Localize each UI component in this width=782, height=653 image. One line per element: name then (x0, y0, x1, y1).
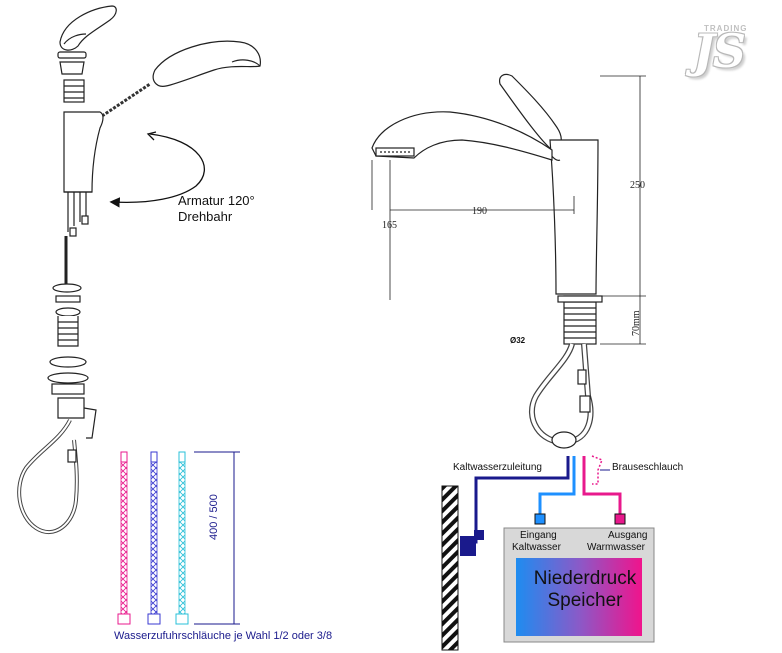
supply-hose-blue (147, 451, 161, 625)
logo-tagline: TRADING (704, 24, 748, 33)
shower-hose-label: Brauseschlauch (612, 462, 684, 473)
inlet-label-line1: Eingang (520, 530, 557, 541)
outlet-label-line1: Ausgang (608, 530, 648, 541)
supply-hose-cyan (175, 451, 189, 625)
tank-title-line1: Niederdruck (533, 568, 637, 589)
plumbing-diagram (441, 455, 626, 651)
dim-diameter-label: Ø32 (510, 336, 526, 345)
dim-height-label: 250 (630, 180, 645, 191)
exploded-faucet-drawing (17, 5, 261, 535)
dim-spout-label: 165 (382, 220, 397, 231)
supply-hoses-group (117, 451, 189, 625)
hose-caption: Wasserzufuhrschläuche je Wahl 1/2 oder 3… (114, 630, 333, 642)
tank-title: Niederdruck Speicher (518, 568, 652, 612)
tank-title-line2: Speicher (547, 590, 623, 611)
hose-length-label: 400 / 500 (208, 494, 220, 540)
rotation-label-line2: Drehbahr (178, 209, 233, 224)
dimension-lines (371, 75, 646, 345)
outlet-label-line2: Warmwasser (587, 542, 645, 553)
hose-length-dimension (194, 451, 240, 625)
inlet-label-line2: Kaltwasser (512, 542, 561, 553)
faucet-side-view (371, 73, 603, 449)
rotation-arrow (109, 131, 206, 208)
cold-supply-label: Kaltwasserzuleitung (453, 462, 542, 473)
dim-reach-label: 190 (472, 206, 487, 217)
rotation-label-line1: Armatur 120° (178, 193, 255, 208)
supply-hose-pink (117, 451, 131, 625)
dim-thread-label: 70mm (631, 310, 642, 336)
wall-hatch (441, 485, 459, 651)
brand-logo: JS (693, 24, 746, 78)
storage-tank (503, 527, 655, 643)
